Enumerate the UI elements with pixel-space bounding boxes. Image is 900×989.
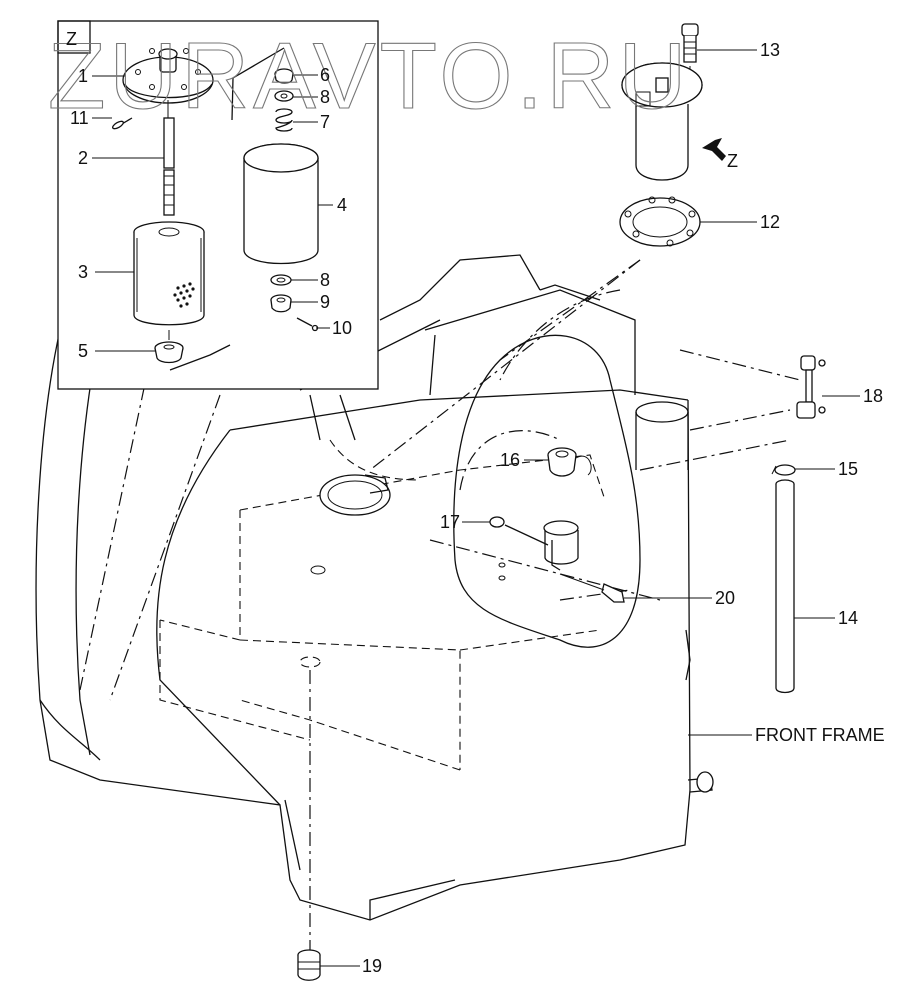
part-9-nut-lower bbox=[270, 294, 292, 313]
part-12-gasket bbox=[619, 196, 701, 247]
callout-5: 5 bbox=[78, 341, 88, 361]
callout-18: 18 bbox=[863, 386, 883, 406]
tank-filler-opening bbox=[310, 474, 506, 581]
part-8-washer-lower bbox=[270, 274, 292, 286]
part-18-level-gauge-bracket bbox=[796, 355, 826, 419]
callout-4: 4 bbox=[337, 195, 347, 215]
callout-10: 10 bbox=[332, 318, 352, 338]
callout-11: 11 bbox=[70, 108, 89, 128]
part-14-gauge-tube bbox=[775, 479, 795, 694]
part-19-drain-plug bbox=[297, 949, 321, 981]
callout-13: 13 bbox=[760, 40, 780, 60]
front-frame-label: FRONT FRAME bbox=[755, 725, 885, 745]
part-1-cover-plate bbox=[122, 48, 214, 118]
callout-8-lower: 8 bbox=[320, 270, 330, 290]
view-arrow-z bbox=[702, 138, 726, 161]
callout-15: 15 bbox=[838, 459, 858, 479]
part-11-cotter-pin bbox=[112, 117, 133, 130]
part-20-bolt bbox=[559, 573, 625, 603]
callout-8-upper: 8 bbox=[320, 87, 330, 107]
callout-17: 17 bbox=[440, 512, 460, 532]
callout-12: 12 bbox=[760, 212, 780, 232]
callout-7: 7 bbox=[320, 112, 330, 132]
part-17-nut bbox=[489, 516, 549, 546]
view-arrow-label: Z bbox=[727, 151, 738, 171]
watermark-text: ZURAVTO.RU bbox=[48, 23, 690, 128]
view-marker-label: Z bbox=[66, 29, 77, 49]
callout-3: 3 bbox=[78, 262, 88, 282]
callout-9: 9 bbox=[320, 292, 330, 312]
part-16-filler-cap bbox=[547, 447, 592, 477]
filter-assembly-z bbox=[621, 62, 703, 181]
callout-labels: 1 2 3 4 5 6 7 8 8 9 10 11 12 13 14 15 16… bbox=[70, 40, 885, 976]
part-2-rod bbox=[163, 117, 175, 216]
callout-1: 1 bbox=[78, 66, 88, 86]
part-7-spring bbox=[275, 108, 293, 132]
callout-19: 19 bbox=[362, 956, 382, 976]
callout-2: 2 bbox=[78, 148, 88, 168]
callout-20: 20 bbox=[715, 588, 735, 608]
callout-16: 16 bbox=[500, 450, 520, 470]
filler-neck-bracket bbox=[543, 520, 579, 571]
part-15-clamp bbox=[771, 464, 796, 476]
part-4-filter-case bbox=[243, 143, 319, 265]
part-6-nut bbox=[231, 47, 294, 121]
callout-6: 6 bbox=[320, 65, 330, 85]
leader-lines bbox=[92, 49, 860, 967]
part-3-strainer bbox=[133, 221, 205, 326]
part-8-washer-upper bbox=[274, 90, 294, 102]
callout-14: 14 bbox=[838, 608, 858, 628]
part-5-bottom-seal bbox=[154, 330, 231, 371]
